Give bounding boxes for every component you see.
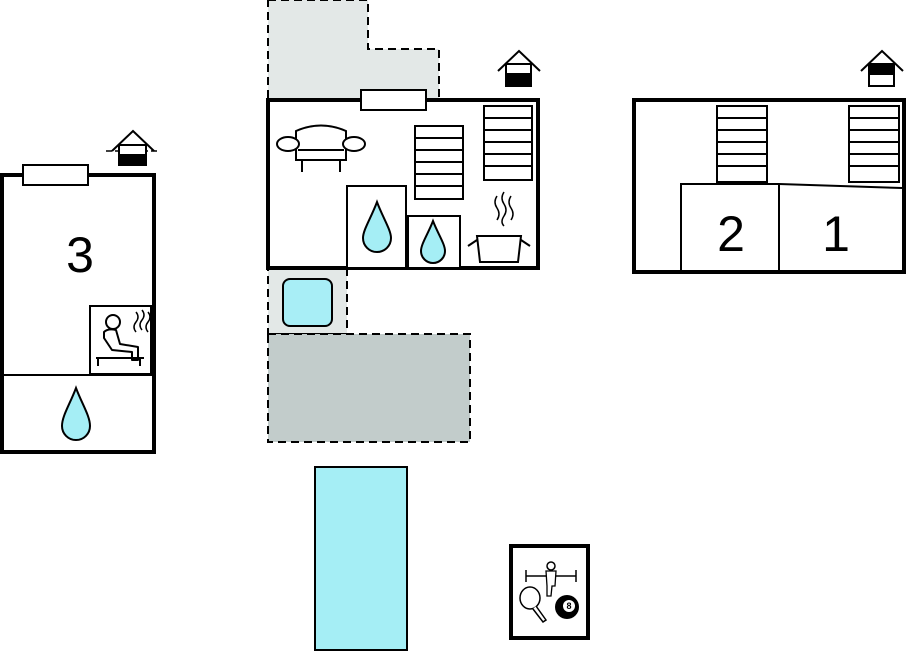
hot-tub-icon — [282, 278, 333, 327]
annex-left: 3 — [0, 129, 160, 454]
cooking-pot-icon — [467, 191, 531, 263]
games-room-icon: 8 — [509, 544, 590, 640]
foosball-icon — [525, 561, 577, 597]
main-house — [266, 49, 541, 270]
terrace-north — [267, 0, 440, 100]
water-drop-icon — [361, 199, 393, 253]
table-tennis-icon — [519, 586, 548, 624]
sofa-icon — [276, 124, 366, 172]
house-floor-icon — [860, 49, 904, 87]
house-floor-icon — [497, 49, 541, 87]
terrace-south — [267, 333, 471, 443]
billiard-ball-icon: 8 — [555, 595, 579, 619]
room-number-3: 3 — [66, 227, 94, 283]
stairs-icon — [848, 105, 900, 183]
room-number-1: 1 — [822, 206, 850, 262]
stairs-icon — [414, 125, 464, 200]
stairs-icon — [483, 105, 533, 181]
water-drop-icon — [419, 218, 447, 264]
window — [22, 164, 89, 186]
sauna-icon — [89, 305, 152, 375]
billiard-ball-number: 8 — [566, 601, 571, 611]
room-number-2: 2 — [717, 206, 745, 262]
house-floor-icon — [106, 129, 160, 166]
swimming-pool — [314, 466, 408, 651]
stairs-icon — [716, 105, 768, 183]
window — [360, 89, 427, 111]
annex-right: 2 1 — [632, 49, 906, 274]
water-drop-icon — [60, 385, 92, 441]
